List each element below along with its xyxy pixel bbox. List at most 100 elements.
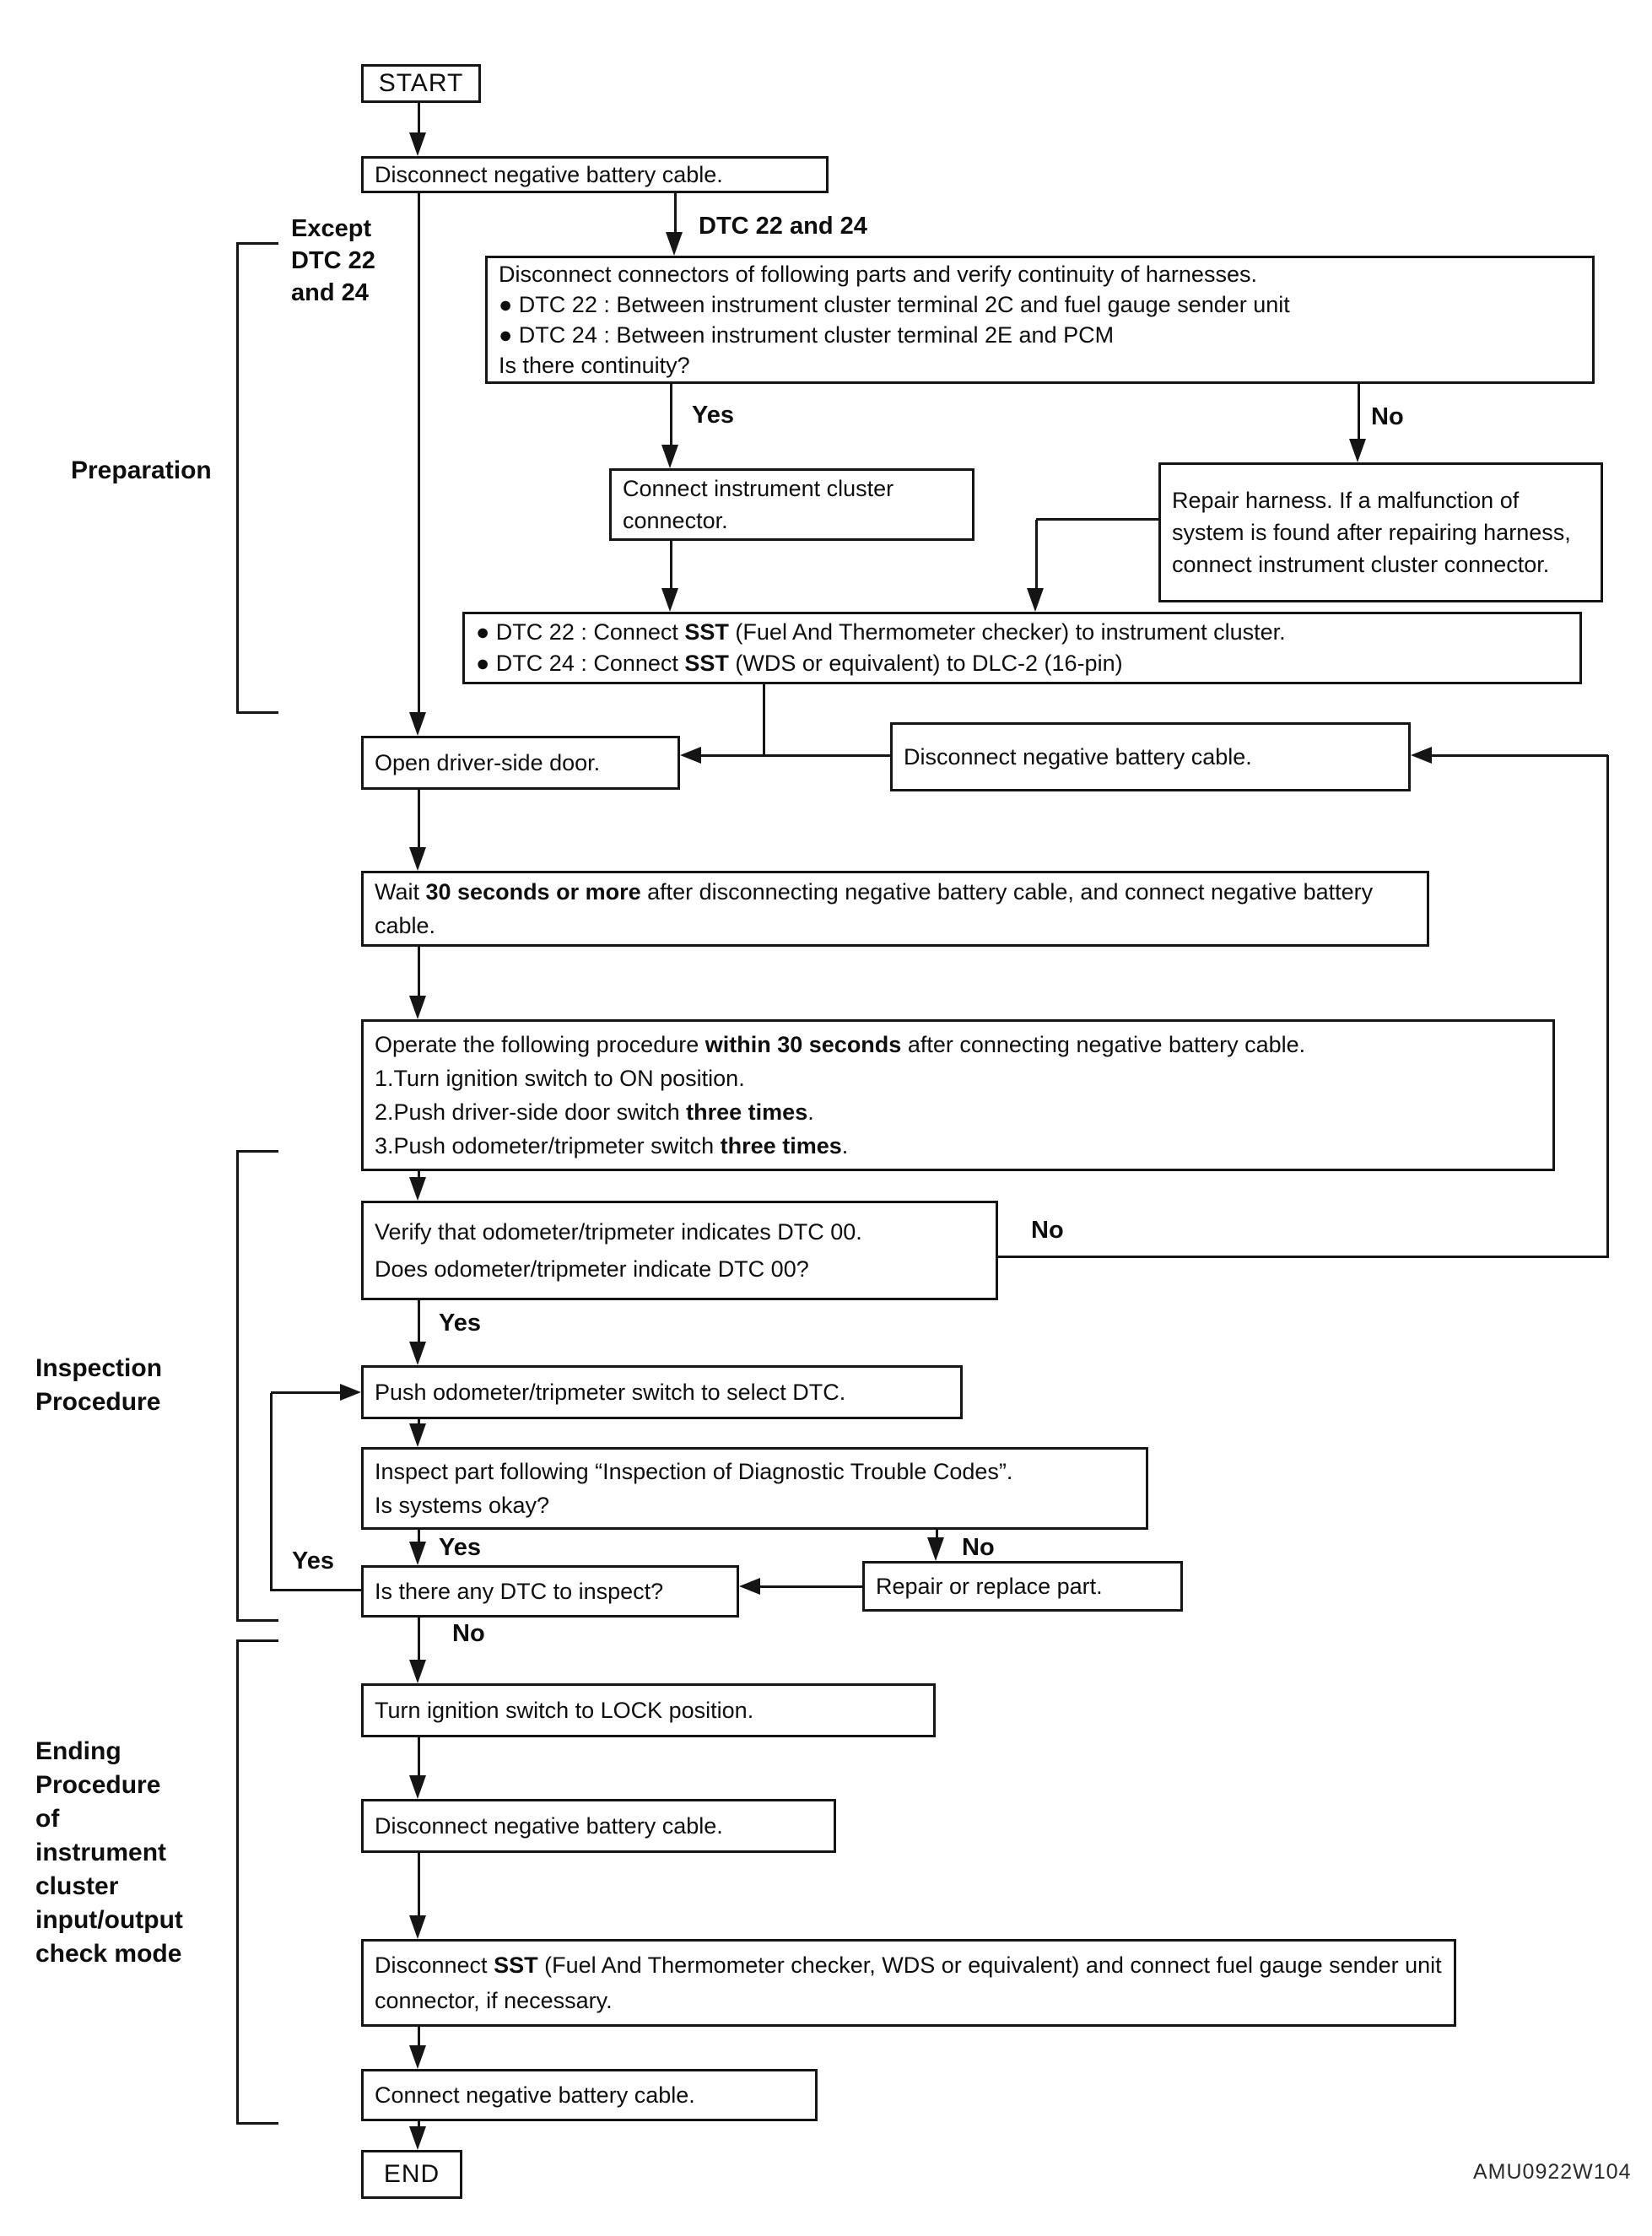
text-run: .	[807, 1099, 814, 1125]
connector-line-loop-top	[1429, 754, 1608, 757]
arrow-down-icon	[1027, 588, 1044, 612]
text-run: Wait	[375, 879, 426, 905]
arrow-down-icon	[409, 712, 426, 736]
connector-line-no-loop-bottom	[998, 1256, 1609, 1258]
connector-line	[418, 1853, 420, 1917]
flow-node-wait-30-seconds: Wait 30 seconds or more after disconnect…	[361, 871, 1429, 947]
section-bracket-ending	[236, 1640, 239, 2125]
flow-node-line: Is systems okay?	[375, 1493, 550, 1518]
connector-line-no	[936, 1530, 938, 1543]
branch-label-yes: Yes	[292, 1547, 334, 1574]
text-run-bold: SST	[494, 1952, 538, 1978]
arrow-down-icon	[409, 1177, 426, 1201]
branch-label-no: No	[1371, 403, 1404, 430]
text-run: ● DTC 24 : Connect	[476, 651, 685, 676]
arrow-down-icon	[409, 1342, 426, 1365]
text-run-bold: within 30 seconds	[705, 1032, 902, 1057]
connector-line	[670, 541, 672, 591]
connector-line-repair-to-dtc	[760, 1585, 863, 1588]
branch-label-dtc-22-24: DTC 22 and 24	[699, 213, 867, 240]
flow-node-any-dtc: Is there any DTC to inspect?	[361, 1565, 739, 1618]
flow-node-line: Is there continuity?	[499, 353, 690, 378]
connector-line-yes	[670, 384, 672, 447]
arrow-down-icon	[661, 588, 678, 612]
connector-line	[418, 790, 420, 851]
flow-node-line: 3.Push odometer/tripmeter switch three t…	[375, 1129, 1541, 1163]
arrow-down-icon	[1349, 439, 1366, 462]
section-bracket-preparation-bottom	[236, 711, 278, 714]
text-run: (Fuel And Thermometer checker) to instru…	[728, 619, 1286, 645]
branch-label-no: No	[1031, 1217, 1064, 1244]
flow-node-connect-sst: ● DTC 22 : Connect SST (Fuel And Thermom…	[462, 612, 1582, 684]
flow-node-operate-procedure: Operate the following procedure within 3…	[361, 1019, 1555, 1171]
text-run: (Fuel And Thermometer checker, WDS or eq…	[375, 1952, 1442, 2013]
connector-line	[418, 947, 420, 999]
flow-node-line: Verify that odometer/tripmeter indicates…	[375, 1219, 862, 1245]
flow-node-line: Operate the following procedure within 3…	[375, 1028, 1541, 1061]
arrow-down-icon	[409, 1542, 426, 1565]
flow-node-line: Disconnect SST (Fuel And Thermometer che…	[375, 1947, 1443, 2018]
flow-node-disconnect-battery-first: Disconnect negative battery cable.	[361, 156, 829, 193]
text-run-bold: SST	[684, 619, 729, 645]
flow-node-repair-harness: Repair harness. If a malfunction of syst…	[1158, 462, 1603, 602]
flow-node-push-select-dtc: Push odometer/tripmeter switch to select…	[361, 1365, 963, 1419]
flow-node-ignition-lock: Turn ignition switch to LOCK position.	[361, 1683, 936, 1737]
arrow-down-icon	[409, 1915, 426, 1939]
text-run-bold: three times	[720, 1133, 842, 1159]
arrow-down-icon	[409, 132, 426, 156]
arrow-down-icon	[409, 2126, 426, 2150]
branch-label-yes: Yes	[439, 1534, 481, 1561]
connector-line	[418, 103, 420, 137]
text-run-bold: SST	[684, 651, 729, 676]
figure-code: AMU0922W104	[1473, 2160, 1632, 2184]
connector-line-to-open-door	[699, 754, 891, 757]
section-label-preparation: Preparation	[71, 456, 212, 484]
arrow-down-icon	[409, 847, 426, 871]
flow-node-end: END	[361, 2150, 462, 2199]
arrow-down-icon	[409, 2045, 426, 2069]
connector-line-yes	[418, 1300, 420, 1345]
text-run: after disconnecting negative battery cab…	[375, 879, 1374, 938]
connector-line-yes-loop	[270, 1393, 273, 1591]
flow-node-line: ● DTC 22 : Connect SST (Fuel And Thermom…	[476, 617, 1568, 648]
flow-node-verify-continuity: Disconnect connectors of following parts…	[485, 256, 1595, 384]
text-run: after connecting negative battery cable.	[901, 1032, 1306, 1057]
section-bracket-ending-top	[236, 1639, 278, 1642]
connector-line-yes-loop	[271, 1589, 362, 1591]
text-run-bold: three times	[686, 1099, 808, 1125]
arrow-down-icon	[409, 1423, 426, 1447]
text-run: 2.Push driver-side door switch	[375, 1099, 687, 1125]
arrow-down-icon	[409, 996, 426, 1019]
connector-line-repair-elbow	[1035, 520, 1038, 592]
text-run: ● DTC 22 : Connect	[476, 619, 685, 645]
connector-line	[418, 1737, 420, 1778]
section-bracket-preparation-top	[236, 242, 278, 245]
branch-label-yes: Yes	[692, 402, 734, 429]
flow-node-disconnect-battery-end: Disconnect negative battery cable.	[361, 1799, 836, 1853]
flow-node-start: START	[361, 64, 481, 103]
branch-label-no: No	[452, 1620, 485, 1647]
flow-node-disconnect-battery-loop: Disconnect negative battery cable.	[890, 722, 1411, 791]
text-run: .	[841, 1133, 849, 1159]
flow-node-line: 2.Push driver-side door switch three tim…	[375, 1095, 1541, 1129]
section-bracket-inspection-bottom	[236, 1619, 278, 1622]
branch-label-except-dtc: Except DTC 22 and 24	[291, 215, 375, 306]
branch-label-yes: Yes	[439, 1310, 481, 1337]
connector-line	[418, 2027, 420, 2047]
text-run: 3.Push odometer/tripmeter switch	[375, 1133, 721, 1159]
arrow-down-icon	[666, 232, 683, 256]
connector-line-repair-elbow	[1036, 518, 1159, 521]
arrow-down-icon	[661, 445, 678, 468]
section-bracket-inspection	[236, 1151, 239, 1622]
connector-line-sst-down	[763, 684, 765, 757]
flow-node-line: Inspect part following “Inspection of Di…	[375, 1459, 1013, 1484]
flow-node-line: Disconnect connectors of following parts…	[499, 262, 1257, 287]
flow-node-verify-dtc00: Verify that odometer/tripmeter indicates…	[361, 1201, 998, 1300]
section-label-inspection: Inspection Procedure	[35, 1354, 163, 1416]
text-run: Operate the following procedure	[375, 1032, 705, 1057]
flow-node-line: 1.Turn ignition switch to ON position.	[375, 1066, 745, 1091]
flow-node-line: ● DTC 24 : Between instrument cluster te…	[499, 322, 1115, 348]
arrow-left-icon	[680, 747, 701, 764]
connector-line-yes-loop	[271, 1391, 342, 1394]
